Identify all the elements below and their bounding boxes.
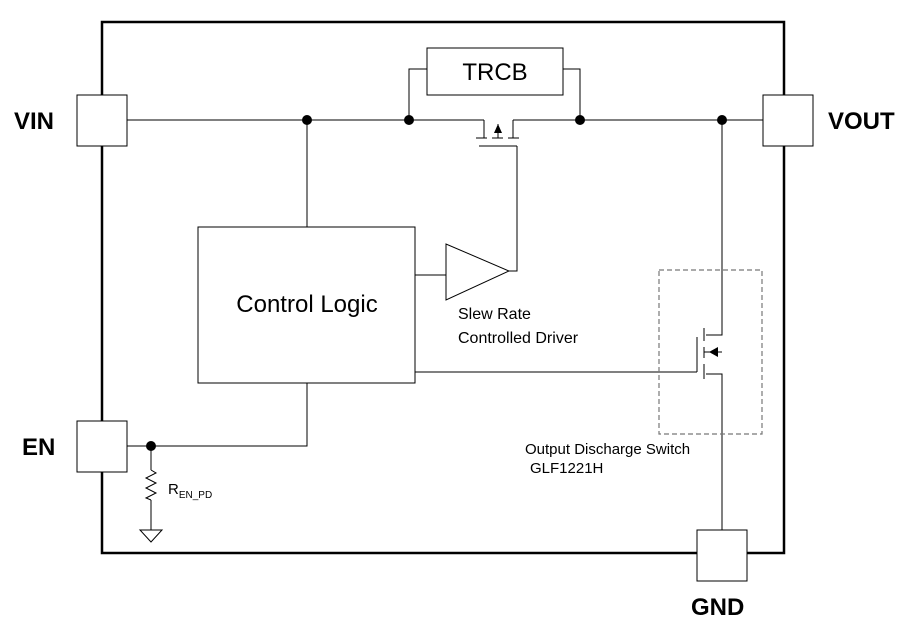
driver-label-line1: Slew Rate [458, 306, 531, 323]
en-label: EN [22, 434, 55, 461]
discharge-mosfet [696, 328, 722, 379]
body-diode-arrow-icon [494, 124, 502, 133]
wires [127, 68, 763, 543]
chip-boundary [100, 20, 786, 555]
control-logic-block [197, 226, 416, 384]
trcb-label: TRCB [462, 59, 527, 86]
discharge-arrow-icon [709, 347, 718, 357]
vin-pad [76, 94, 128, 147]
driver-label-line2: Controlled Driver [458, 330, 579, 347]
control-logic-label: Control Logic [236, 291, 377, 318]
vout-pad [762, 94, 814, 147]
resistor-label-main: R [168, 481, 179, 498]
discharge-switch-boundary [658, 269, 763, 435]
junction-dots [146, 115, 727, 451]
trcb-block [426, 47, 564, 96]
pass-mosfet [476, 120, 519, 147]
vout-label: VOUT [828, 108, 895, 135]
discharge-label-line2: GLF1221H [530, 460, 603, 477]
slew-rate-driver [445, 243, 511, 301]
discharge-label-line1: Output Discharge Switch [525, 441, 690, 458]
gnd-pad [696, 529, 748, 582]
resistor-label-subscript: EN_PD [179, 490, 212, 501]
en-pad [76, 420, 128, 473]
vin-label: VIN [14, 108, 54, 135]
gnd-label: GND [691, 594, 744, 621]
resistor-label: REN_PD [168, 481, 212, 501]
